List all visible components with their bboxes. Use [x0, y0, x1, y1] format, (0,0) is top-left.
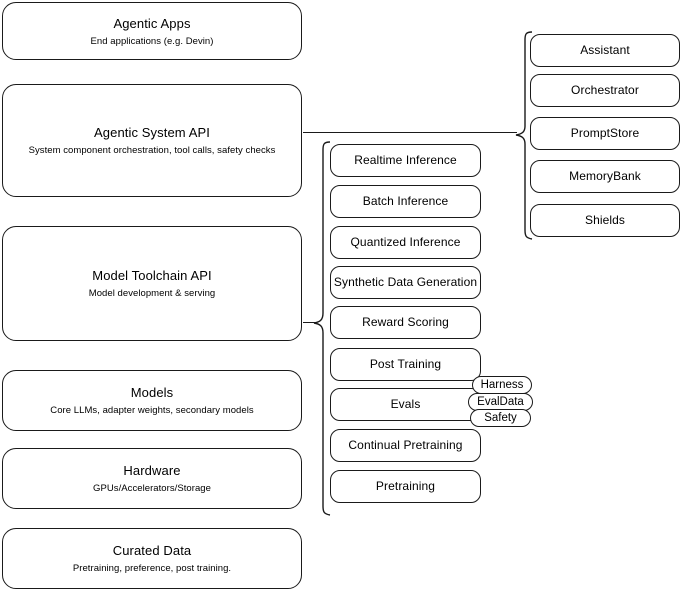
item-label: Synthetic Data Generation	[333, 275, 478, 289]
system-component-promptstore[interactable]: PromptStore	[530, 117, 680, 150]
toolchain-item-pretraining[interactable]: Pretraining	[330, 470, 481, 503]
brace-system-components	[515, 31, 533, 240]
toolchain-item-realtime-inference[interactable]: Realtime Inference	[330, 144, 481, 177]
item-label: Continual Pretraining	[348, 438, 463, 452]
system-component-orchestrator[interactable]: Orchestrator	[530, 74, 680, 107]
layer-title: Agentic System API	[94, 125, 210, 140]
item-label: Realtime Inference	[354, 153, 457, 167]
connector-system-api-to-components	[303, 132, 517, 134]
item-label: Orchestrator	[571, 83, 639, 97]
layer-title: Models	[130, 385, 174, 400]
system-component-shields[interactable]: Shields	[530, 204, 680, 237]
item-label: Pretraining	[375, 479, 436, 493]
item-label: MemoryBank	[569, 169, 641, 183]
layer-title: Agentic Apps	[113, 15, 191, 31]
layer-subtitle: System component orchestration, tool cal…	[28, 145, 276, 156]
layer-subtitle: End applications (e.g. Devin)	[90, 35, 214, 47]
connector-toolchain-api-to-capabilities	[303, 322, 315, 324]
layer-box-models[interactable]: Models Core LLMs, adapter weights, secon…	[2, 370, 302, 431]
pill-label: EvalData	[477, 396, 524, 408]
system-component-memorybank[interactable]: MemoryBank	[530, 160, 680, 193]
layer-subtitle: Pretraining, preference, post training.	[72, 563, 232, 574]
toolchain-item-quantized-inference[interactable]: Quantized Inference	[330, 226, 481, 259]
layer-box-model-toolchain-api[interactable]: Model Toolchain API Model development & …	[2, 226, 302, 341]
layer-box-curated-data[interactable]: Curated Data Pretraining, preference, po…	[2, 528, 302, 589]
eval-pill-evaldata[interactable]: EvalData	[468, 393, 533, 411]
pill-label: Safety	[484, 412, 517, 424]
system-component-assistant[interactable]: Assistant	[530, 34, 680, 67]
item-label: PromptStore	[570, 126, 640, 140]
toolchain-item-synthetic-data-generation[interactable]: Synthetic Data Generation	[330, 266, 481, 299]
item-label: Evals	[390, 397, 421, 411]
layer-title: Model Toolchain API	[92, 268, 212, 283]
pill-label: Harness	[480, 379, 524, 391]
toolchain-item-reward-scoring[interactable]: Reward Scoring	[330, 306, 481, 339]
layer-box-hardware[interactable]: Hardware GPUs/Accelerators/Storage	[2, 448, 302, 509]
layer-subtitle: Model development & serving	[88, 288, 216, 299]
item-label: Shields	[584, 213, 626, 227]
eval-pill-safety[interactable]: Safety	[470, 409, 531, 427]
eval-pill-harness[interactable]: Harness	[472, 376, 532, 394]
toolchain-item-batch-inference[interactable]: Batch Inference	[330, 185, 481, 218]
layer-subtitle: Core LLMs, adapter weights, secondary mo…	[50, 405, 254, 416]
brace-toolchain-capabilities	[313, 141, 331, 516]
layer-title: Curated Data	[112, 543, 192, 558]
layer-subtitle: GPUs/Accelerators/Storage	[93, 483, 211, 494]
item-label: Reward Scoring	[362, 315, 449, 329]
toolchain-item-continual-pretraining[interactable]: Continual Pretraining	[330, 429, 481, 462]
item-label: Post Training	[369, 357, 442, 371]
layer-box-agentic-apps[interactable]: Agentic Apps End applications (e.g. Devi…	[2, 2, 302, 60]
layer-title: Hardware	[123, 463, 181, 478]
item-label: Assistant	[580, 43, 630, 57]
item-label: Quantized Inference	[350, 235, 461, 249]
layer-box-agentic-system-api[interactable]: Agentic System API System component orch…	[2, 84, 302, 197]
item-label: Batch Inference	[362, 194, 449, 208]
toolchain-item-evals[interactable]: Evals	[330, 388, 481, 421]
toolchain-item-post-training[interactable]: Post Training	[330, 348, 481, 381]
